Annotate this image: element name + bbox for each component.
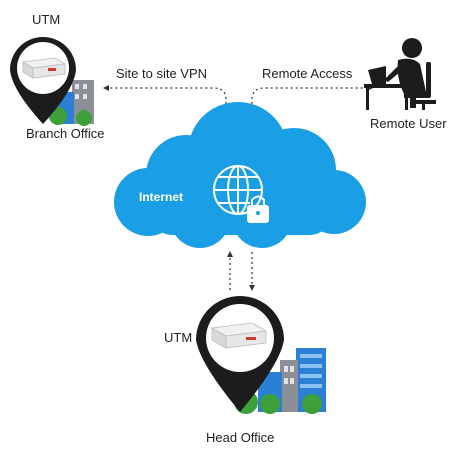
- globe-lock-icon: [213, 165, 269, 223]
- internet-cloud: [114, 102, 366, 248]
- internet-label: Internet: [139, 190, 184, 204]
- head-office-connector: [227, 251, 255, 291]
- head-utm-device-icon: [210, 322, 268, 349]
- branch-office-label: Branch Office: [26, 126, 105, 141]
- branch-utm-label: UTM: [32, 12, 61, 27]
- remote-user-at-desk-icon: [364, 38, 436, 110]
- vpn-link-label: Site to site VPN: [116, 66, 208, 81]
- head-utm-label: UTM: [164, 330, 193, 345]
- remote-access-label: Remote Access: [262, 66, 353, 81]
- head-office-label: Head Office: [206, 430, 275, 445]
- remote-user-label: Remote User: [370, 116, 447, 131]
- branch-utm-device-icon: [21, 57, 67, 79]
- branch-office-buildings-icon: [49, 80, 94, 126]
